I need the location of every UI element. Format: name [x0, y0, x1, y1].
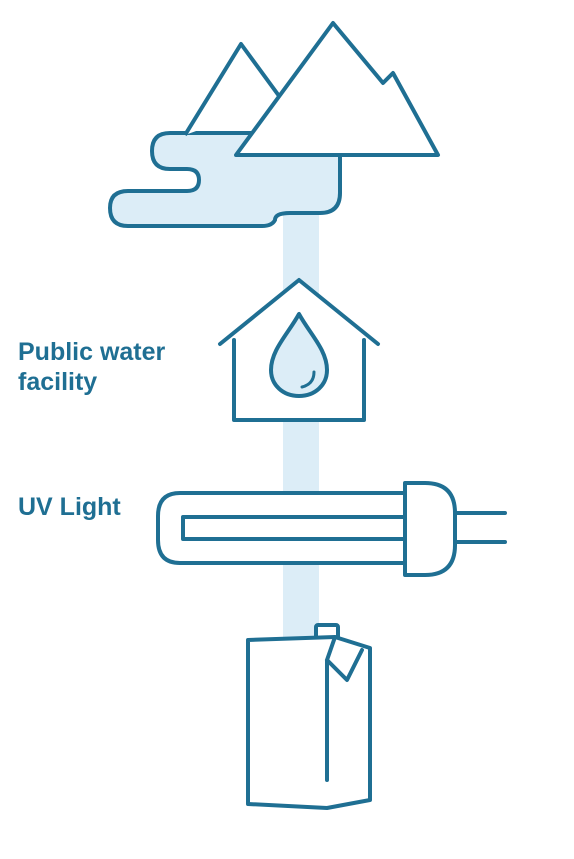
- uv-lamp-icon: [156, 481, 507, 577]
- public-water-facility-label-line2: facility: [18, 368, 98, 396]
- house-water-drop-icon: [218, 278, 380, 422]
- uv-lamp-cap: [403, 481, 457, 577]
- water-flow-band: [283, 213, 319, 643]
- uv-lamp-pins: [453, 511, 507, 544]
- uv-lamp-inner-tube: [181, 515, 407, 541]
- mountains-icon: [183, 21, 440, 157]
- uv-light-label: UV Light: [18, 493, 121, 521]
- drop-highlight: [300, 370, 316, 389]
- public-water-facility-label-line1: Public water: [18, 338, 166, 366]
- water-carton-icon: [246, 623, 372, 810]
- carton-body: [246, 635, 372, 810]
- carton-fold: [325, 635, 364, 782]
- public-water-facility-label: Public water facility: [18, 337, 165, 397]
